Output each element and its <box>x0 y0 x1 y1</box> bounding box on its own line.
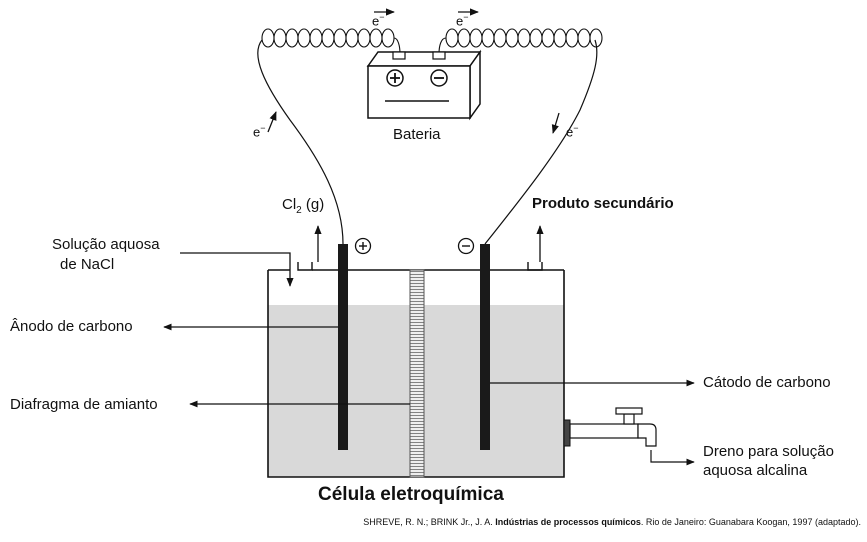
nacl-solution-label-line1: Solução aquosa <box>52 236 160 253</box>
byproduct-label: Produto secundário <box>532 195 674 212</box>
figure-caption: Célula eletroquímica <box>318 484 504 505</box>
left-coil <box>261 28 401 55</box>
battery-negative-terminal <box>432 51 446 60</box>
carbon-cathode <box>480 244 490 450</box>
electron-label-right: e− <box>566 123 579 140</box>
asbestos-diaphragm <box>409 269 425 478</box>
drain-leader-arrow <box>650 450 695 466</box>
tap-handle <box>615 407 643 415</box>
anode-label: Ânodo de carbono <box>10 318 133 335</box>
chlorine-gas-label: Cl2 (g) <box>282 196 325 216</box>
anode-wire <box>257 39 344 245</box>
battery-label: Bateria <box>393 126 441 143</box>
battery-positive-terminal <box>392 51 406 60</box>
drain-label-line2: aquosa alcalina <box>703 462 808 479</box>
cathode-wire <box>484 39 598 245</box>
electron-label-top-left: e− <box>372 12 385 29</box>
anode-plus-icon <box>354 237 372 255</box>
source-credit: SHREVE, R. N.; BRINK Jr., J. A. Indústri… <box>363 517 861 527</box>
electron-arrow-right <box>551 112 560 134</box>
diaphragm-label: Diafragma de amianto <box>10 396 158 413</box>
nacl-inflow-arrow <box>180 252 294 287</box>
battery-minus-icon <box>430 69 448 87</box>
drain-tap <box>563 407 657 447</box>
nacl-solution-label-line2: de NaCl <box>60 256 115 273</box>
battery-plus-icon <box>386 69 404 87</box>
right-coil <box>438 28 603 55</box>
electron-label-left: e− <box>253 123 266 140</box>
drain-label-line1: Dreno para solução <box>703 443 834 460</box>
cathode-minus-icon <box>457 237 475 255</box>
carbon-anode <box>338 244 348 450</box>
chlorine-outlet <box>297 262 313 271</box>
electron-label-top-right: e− <box>456 12 469 29</box>
battery <box>366 49 482 121</box>
electron-arrow-left <box>267 111 277 133</box>
byproduct-outlet <box>527 262 543 271</box>
cathode-label: Cátodo de carbono <box>703 374 831 391</box>
